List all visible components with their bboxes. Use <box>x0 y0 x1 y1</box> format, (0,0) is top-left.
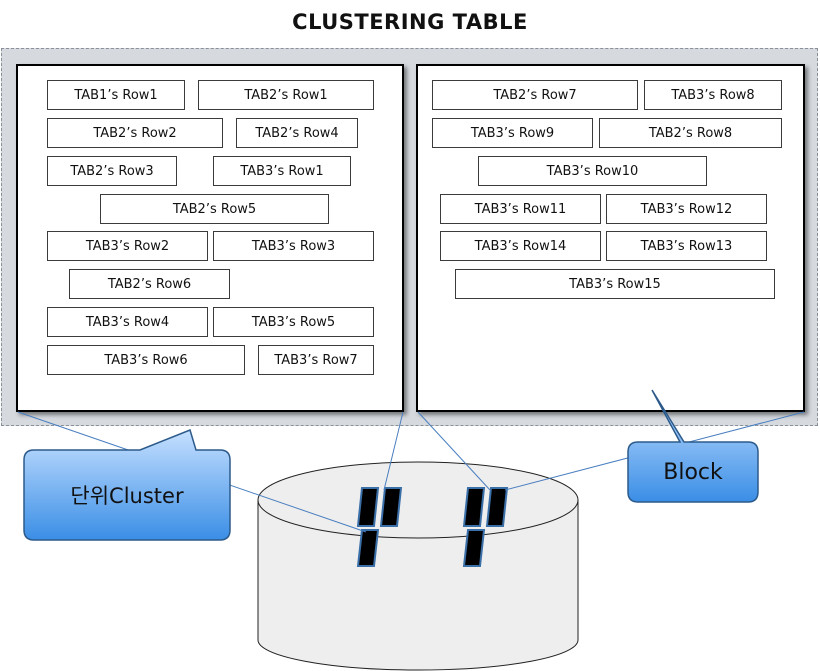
block-right: TAB2’s Row7 TAB3’s Row8 TAB3’s Row9 TAB2… <box>416 64 805 412</box>
row-item: TAB3’s Row5 <box>213 307 374 337</box>
row-item: TAB2’s Row1 <box>198 80 374 110</box>
diagram-title: CLUSTERING TABLE <box>292 10 528 34</box>
row-item: TAB2’s Row6 <box>69 269 230 299</box>
row-item: TAB2’s Row5 <box>100 194 329 224</box>
row-item: TAB3’s Row9 <box>432 118 593 148</box>
row-item: TAB3’s Row2 <box>47 231 208 261</box>
row-item: TAB2’s Row2 <box>47 118 223 148</box>
row-item: TAB2’s Row7 <box>432 80 638 110</box>
row-item: TAB3’s Row1 <box>213 156 351 186</box>
row-item: TAB3’s Row4 <box>47 307 208 337</box>
row-item: TAB3’s Row14 <box>440 231 601 261</box>
row-item: TAB2’s Row4 <box>236 118 358 148</box>
row-item: TAB3’s Row11 <box>440 194 601 224</box>
row-item: TAB3’s Row3 <box>213 231 374 261</box>
disk-icon <box>257 461 579 671</box>
row-item: TAB3’s Row6 <box>47 345 245 375</box>
row-item: TAB2’s Row3 <box>47 156 177 186</box>
row-item: TAB3’s Row13 <box>606 231 767 261</box>
block-callout-shape <box>627 389 759 503</box>
cluster-callout-shape <box>23 428 231 541</box>
disk-block-group-right <box>462 487 509 567</box>
cluster-callout-label: 단위Cluster <box>70 484 184 508</box>
row-item: TAB1’s Row1 <box>47 80 185 110</box>
row-item: TAB3’s Row15 <box>455 269 775 299</box>
block-callout-label: Block <box>663 460 723 485</box>
block-left: TAB1’s Row1 TAB2’s Row1 TAB2’s Row2 TAB2… <box>16 64 404 412</box>
row-item: TAB3’s Row7 <box>258 345 374 375</box>
row-item: TAB3’s Row8 <box>644 80 782 110</box>
row-item: TAB2’s Row8 <box>599 118 782 148</box>
row-item: TAB3’s Row12 <box>606 194 767 224</box>
row-item: TAB3’s Row10 <box>478 156 707 186</box>
disk-block-group-left <box>356 487 403 567</box>
